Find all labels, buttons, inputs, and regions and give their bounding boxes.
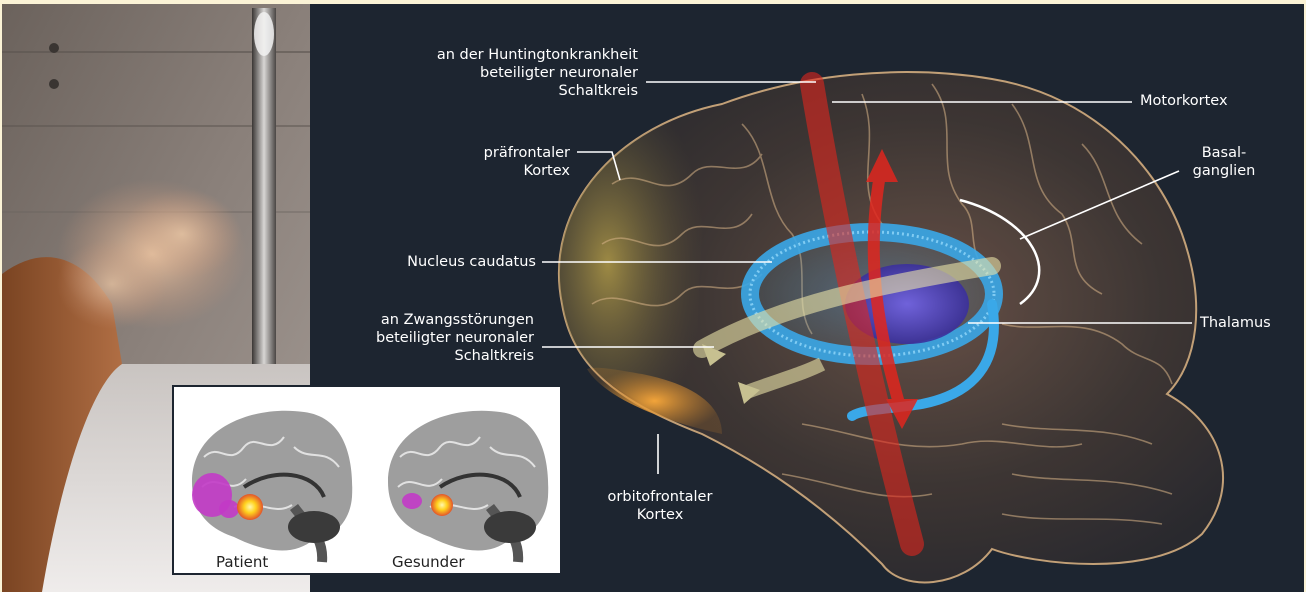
label-orbitofrontal-cortex: orbitofrontaler Kortex — [592, 488, 728, 524]
label-thalamus: Thalamus — [1200, 314, 1271, 332]
label-motor-cortex: Motorkortex — [1140, 92, 1228, 110]
brain-scans — [174, 387, 560, 573]
diagram-frame: an der Huntingtonkrankheit beteiligter n… — [2, 4, 1304, 592]
caption-healthy: Gesunder — [392, 553, 465, 571]
label-prefrontal-cortex: präfrontaler Kortex — [448, 144, 570, 180]
label-huntington-circuit: an der Huntingtonkrankheit beteiligter n… — [384, 46, 638, 100]
brain-scan-inset: Patient Gesunder — [172, 385, 562, 575]
healthy-scan — [388, 411, 548, 562]
patient-scan — [192, 411, 352, 562]
caption-patient: Patient — [216, 553, 268, 571]
label-nucleus-caudatus: Nucleus caudatus — [364, 253, 536, 271]
label-ocd-circuit: an Zwangsstörungen beteiligter neuronale… — [324, 311, 534, 365]
label-basal-ganglia: Basal- ganglien — [1174, 144, 1274, 180]
